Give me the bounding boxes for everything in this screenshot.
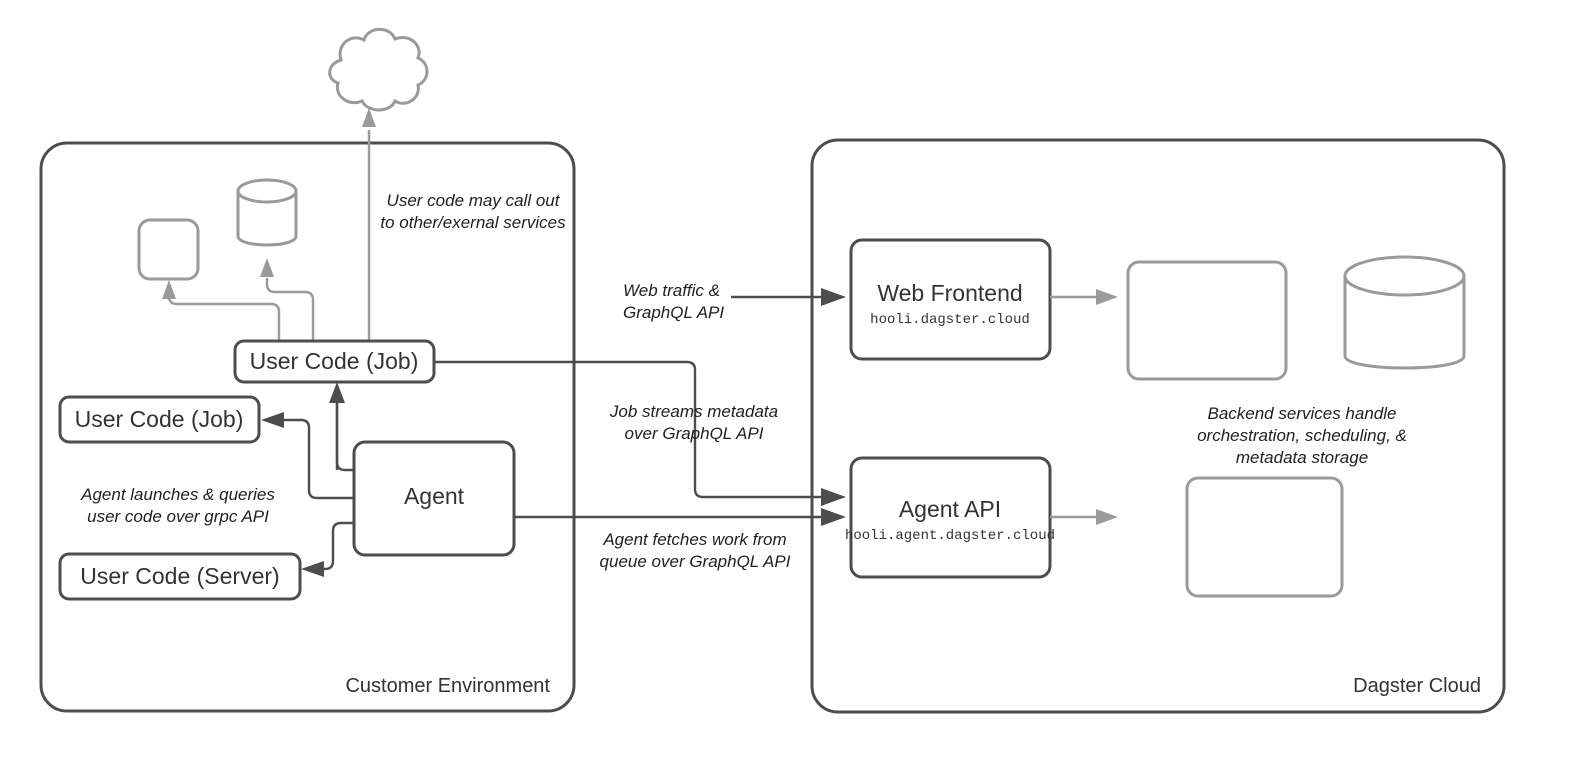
- edge-usercode-to-square: [162, 280, 281, 344]
- node-agent-api-label: Agent API: [899, 496, 1001, 522]
- node-web-frontend[interactable]: Web Frontend hooli.dagster.cloud: [849, 238, 1052, 361]
- node-user-code-job-left-label: User Code (Job): [75, 406, 244, 432]
- annotation-web-traffic-line1: Web traffic &: [623, 281, 720, 300]
- edge-agent-to-usercode-job-top: [329, 382, 354, 472]
- annotation-web-traffic-line2: GraphQL API: [623, 303, 724, 322]
- external-service-square[interactable]: [137, 218, 200, 281]
- edge-agent-api-to-backend: [1050, 509, 1118, 525]
- cloud-icon: [328, 27, 429, 112]
- external-database-cylinder[interactable]: [236, 178, 298, 247]
- annotation-job-streams-line1: Job streams metadata: [609, 402, 778, 421]
- edge-web-frontend-to-backend: [1050, 289, 1118, 305]
- annotation-external-call-line1: User code may call out: [387, 191, 561, 210]
- edge-agent-to-agent-api: [514, 508, 846, 526]
- annotation-backend-services-line2: orchestration, scheduling, &: [1197, 426, 1407, 445]
- annotation-agent-fetches: Agent fetches work from queue over Graph…: [600, 530, 791, 571]
- node-web-frontend-subtitle: hooli.dagster.cloud: [870, 312, 1030, 328]
- annotation-agent-fetches-line2: queue over GraphQL API: [600, 552, 791, 571]
- node-user-code-job-top-label: User Code (Job): [250, 348, 419, 374]
- annotation-external-call-line2: to other/exernal services: [380, 213, 566, 232]
- node-user-code-server[interactable]: User Code (Server): [58, 552, 302, 601]
- node-user-code-server-label: User Code (Server): [80, 563, 279, 589]
- edge-usercode-to-external-cloud: [362, 108, 376, 344]
- annotation-job-streams: Job streams metadata over GraphQL API: [609, 402, 778, 443]
- edge-agent-to-usercode-server: [301, 521, 354, 577]
- edge-usercode-to-agent-api: [434, 360, 846, 506]
- edge-agent-to-usercode-job-left: [261, 412, 354, 500]
- annotation-external-call: User code may call out to other/exernal …: [380, 191, 566, 232]
- annotation-agent-fetches-line1: Agent fetches work from: [602, 530, 786, 549]
- node-agent-api[interactable]: Agent API hooli.agent.dagster.cloud: [845, 456, 1055, 579]
- annotation-agent-launches-line1: Agent launches & queries: [80, 485, 275, 504]
- annotation-agent-launches-line2: user code over grpc API: [87, 507, 269, 526]
- node-agent-api-subtitle: hooli.agent.dagster.cloud: [845, 528, 1055, 544]
- backend-service-box-bottom[interactable]: [1185, 476, 1344, 598]
- node-user-code-job-left[interactable]: User Code (Job): [58, 395, 261, 444]
- backend-database-cylinder[interactable]: [1343, 255, 1466, 370]
- annotation-backend-services: Backend services handle orchestration, s…: [1197, 404, 1407, 467]
- backend-service-box-top[interactable]: [1126, 260, 1288, 381]
- annotation-agent-launches: Agent launches & queries user code over …: [80, 485, 275, 526]
- annotation-backend-services-line1: Backend services handle: [1207, 404, 1396, 423]
- edge-usercode-to-cylinder: [260, 258, 315, 344]
- edge-web-traffic-to-web-frontend: [731, 288, 846, 306]
- annotation-backend-services-line3: metadata storage: [1236, 448, 1368, 467]
- node-agent-label: Agent: [404, 483, 465, 509]
- node-web-frontend-label: Web Frontend: [877, 280, 1022, 306]
- node-user-code-job-top[interactable]: User Code (Job): [233, 339, 436, 384]
- container-dagster-cloud-label: Dagster Cloud: [1353, 675, 1481, 697]
- annotation-web-traffic: Web traffic & GraphQL API: [623, 281, 724, 322]
- annotation-job-streams-line2: over GraphQL API: [625, 424, 764, 443]
- node-agent[interactable]: Agent: [352, 440, 516, 557]
- container-customer-environment-label: Customer Environment: [345, 675, 550, 697]
